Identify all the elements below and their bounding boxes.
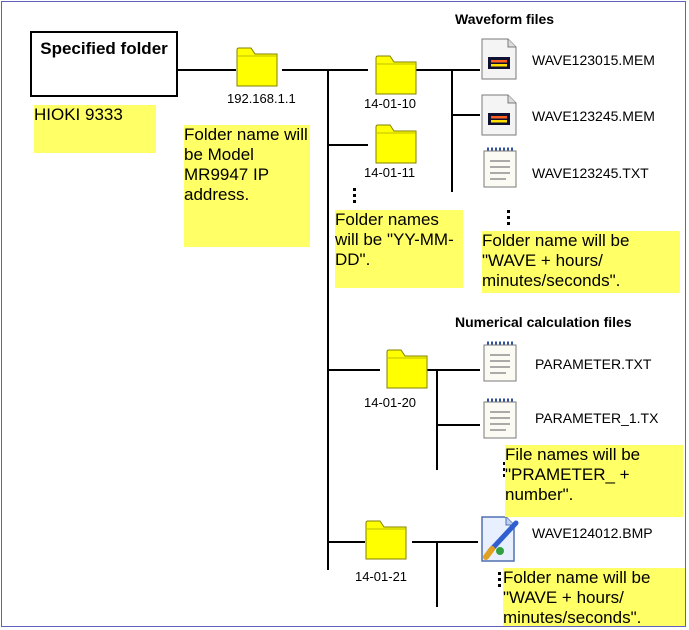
file-label: WAVE123245.MEM (532, 108, 655, 124)
waveform-note: Folder name will be "WAVE + hours/ minut… (482, 231, 680, 293)
date-folder-label: 14-01-21 (355, 569, 408, 584)
parameter-note: File names will be "PRAMETER_ + number". (505, 445, 683, 517)
numerical-files-title: Numerical calculation files (455, 314, 632, 330)
mem-file-icon (481, 38, 517, 80)
hioki-label: HIOKI 9333 (34, 105, 156, 153)
ellipsis-dots (353, 188, 510, 587)
folder-icon (375, 55, 417, 95)
file-label: WAVE124012.BMP (532, 525, 653, 541)
txt-file-icon (482, 341, 518, 383)
folder-icon (386, 349, 428, 389)
file-label: PARAMETER_1.TX (535, 410, 659, 426)
ip-folder-label: 192.168.1.1 (227, 91, 296, 106)
folder-icon (236, 47, 278, 87)
folder-icon (365, 520, 407, 560)
date-folder-label: 14-01-11 (364, 165, 416, 180)
file-label: WAVE123015.MEM (532, 52, 655, 68)
folder-icon (375, 124, 417, 164)
file-label: PARAMETER.TXT (535, 356, 652, 372)
txt-file-icon (482, 147, 518, 189)
txt-file-icon (482, 398, 518, 440)
waveform-files-title: Waveform files (455, 11, 555, 27)
image-note: Folder name will be "WAVE + hours/ minut… (503, 568, 685, 627)
bmp-file-icon (482, 517, 516, 561)
specified-folder-box: Specified folder (30, 31, 178, 97)
date-folder-note: Folder names will be "YY-MM-DD". (335, 210, 463, 288)
specified-folder-label: Specified folder (40, 39, 168, 58)
ip-folder-note: Folder name will be Model MR9947 IP addr… (184, 125, 310, 247)
date-folder-label: 14-01-20 (364, 395, 417, 410)
file-label: WAVE123245.TXT (532, 165, 649, 181)
connector-lines (178, 69, 480, 607)
date-folder-label: 14-01-10 (364, 96, 417, 111)
mem-file-icon (481, 94, 517, 136)
